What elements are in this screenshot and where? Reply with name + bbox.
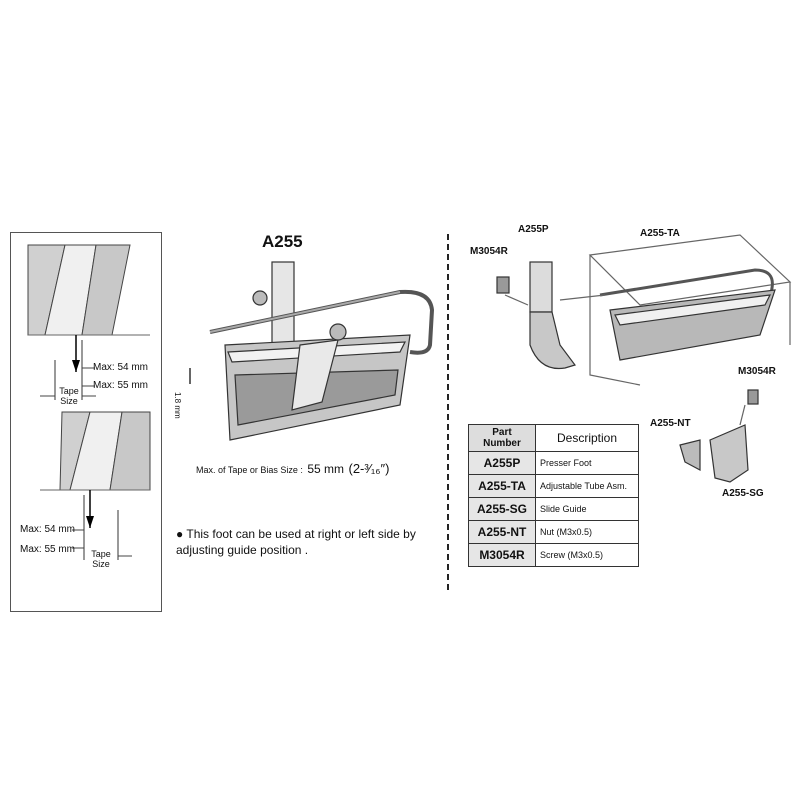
max-size-fraction: (2-³⁄₁₆″) bbox=[348, 461, 390, 476]
thickness-dimension: 1.8 mm bbox=[173, 392, 182, 419]
table-row: M3054R Screw (M3x0.5) bbox=[468, 543, 639, 567]
description-cell: Nut (M3x0.5) bbox=[535, 520, 639, 544]
tape-diagram-bottom bbox=[40, 411, 151, 560]
part-cell: A255P bbox=[468, 451, 536, 475]
top-max-55-label: Max: 55 mm bbox=[93, 380, 149, 391]
table-row: A255-SG Slide Guide bbox=[468, 497, 639, 521]
top-tape-size-label: Tape Size bbox=[59, 386, 79, 406]
usage-note: ● This foot can be used at right or left… bbox=[176, 526, 438, 558]
description-cell: Presser Foot bbox=[535, 451, 639, 475]
callout-a255-nt: A255-NT bbox=[650, 418, 691, 429]
callout-a255-sg: A255-SG bbox=[722, 488, 764, 499]
a255-foot-illustration bbox=[189, 261, 435, 441]
part-cell: A255-SG bbox=[468, 497, 536, 521]
table-row: A255-TA Adjustable Tube Asm. bbox=[468, 474, 639, 498]
tape-diagram-top bbox=[27, 244, 150, 400]
section-divider bbox=[447, 234, 449, 590]
header-description: Description bbox=[535, 424, 639, 452]
parts-table: Part Number Description A255P Presser Fo… bbox=[468, 424, 639, 567]
tape-size-panel bbox=[10, 232, 162, 612]
bullet-icon: ● bbox=[176, 527, 184, 541]
part-cell: A255-TA bbox=[468, 474, 536, 498]
callout-m3054r-top: M3054R bbox=[470, 246, 508, 257]
parts-illustration bbox=[496, 234, 792, 483]
callout-a255-ta: A255-TA bbox=[640, 228, 680, 239]
max-size-prefix: Max. of Tape or Bias Size : bbox=[196, 465, 303, 475]
bottom-tape-size-label: Tape Size bbox=[91, 549, 111, 569]
description-cell: Adjustable Tube Asm. bbox=[535, 474, 639, 498]
header-part-number: Part Number bbox=[468, 424, 536, 452]
bottom-max-55-label: Max: 55 mm bbox=[20, 544, 76, 555]
table-row: A255P Presser Foot bbox=[468, 451, 639, 475]
table-header-row: Part Number Description bbox=[468, 424, 639, 452]
description-cell: Slide Guide bbox=[535, 497, 639, 521]
description-cell: Screw (M3x0.5) bbox=[535, 543, 639, 567]
callout-a255p: A255P bbox=[518, 224, 549, 235]
top-max-54-label: Max: 54 mm bbox=[93, 362, 149, 373]
bottom-max-54-label: Max: 54 mm bbox=[20, 524, 76, 535]
part-cell: M3054R bbox=[468, 543, 536, 567]
table-row: A255-NT Nut (M3x0.5) bbox=[468, 520, 639, 544]
callout-m3054r-bottom: M3054R bbox=[738, 366, 776, 377]
usage-note-text: This foot can be used at right or left s… bbox=[176, 527, 416, 557]
part-cell: A255-NT bbox=[468, 520, 536, 544]
max-size-line: Max. of Tape or Bias Size : 55 mm (2-³⁄₁… bbox=[196, 460, 389, 478]
max-size-value: 55 mm bbox=[307, 462, 345, 476]
product-title: A255 bbox=[262, 232, 303, 251]
